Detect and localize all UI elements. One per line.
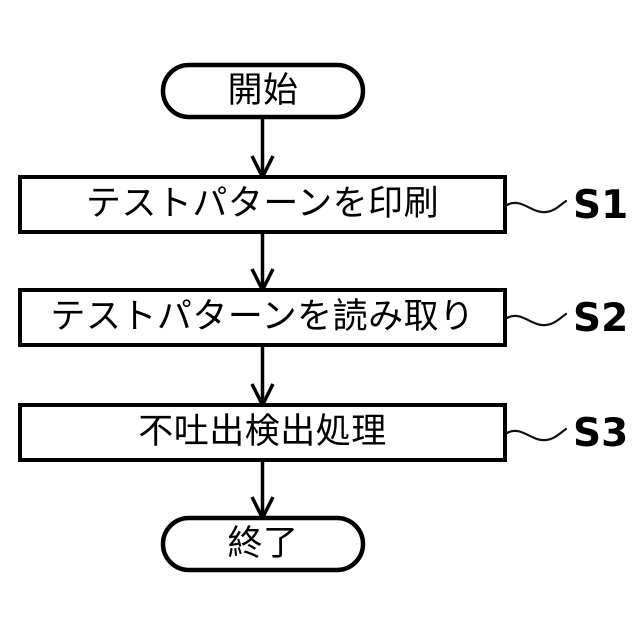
edge-start-s1 xyxy=(250,117,275,181)
node-s3-label: 不吐出検出処理 xyxy=(138,412,387,452)
edge-s3-end xyxy=(250,460,275,522)
step-label-s2: S2 xyxy=(573,296,629,341)
leader-line-s3 xyxy=(505,427,568,442)
step-label-s3: S3 xyxy=(573,411,629,456)
node-start-label: 開始 xyxy=(227,70,299,111)
edge-s1-s2 xyxy=(250,232,275,294)
node-s3-shape xyxy=(18,403,507,462)
node-s1-label: テストパターンを印刷 xyxy=(85,184,440,224)
node-s2-label: テストパターンを読み取り xyxy=(50,297,475,337)
node-end-label: 終了 xyxy=(227,523,299,564)
node-end-shape xyxy=(160,515,366,573)
leader-line-s1 xyxy=(505,199,568,214)
edge-s2-s3 xyxy=(250,345,275,409)
node-s1-shape xyxy=(18,175,507,234)
step-label-s1: S1 xyxy=(573,183,629,228)
leader-line-s2 xyxy=(505,312,568,327)
